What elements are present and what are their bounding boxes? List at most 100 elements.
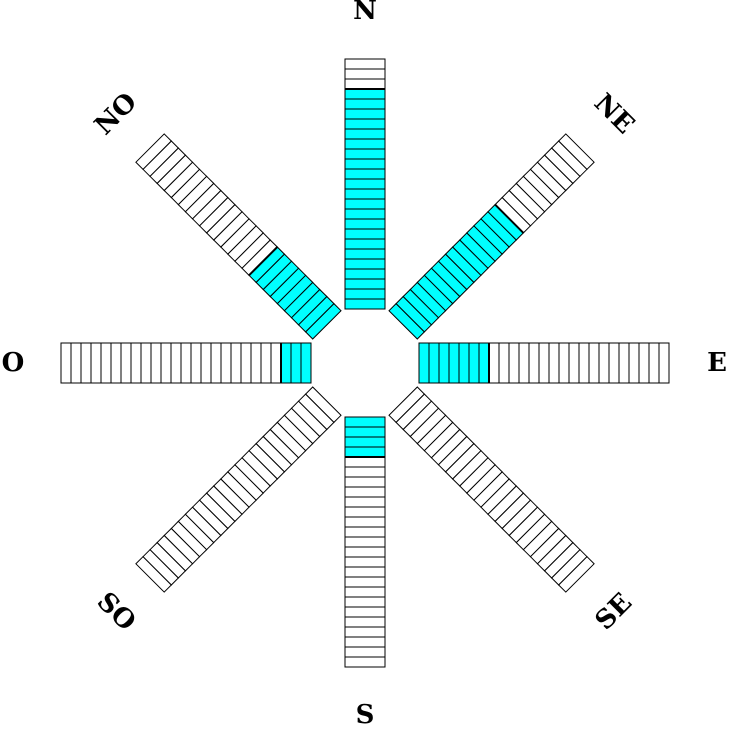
bar-segment-e-21	[618, 342, 630, 384]
bar-segment-n-4	[344, 268, 386, 280]
bar-segment-o-7	[240, 342, 252, 384]
bar-segment-o-22	[90, 342, 102, 384]
bar-segment-s-21	[344, 616, 386, 628]
direction-label-s: S	[356, 700, 375, 730]
direction-label-o: O	[2, 348, 25, 378]
bar-segment-e-7	[478, 342, 490, 384]
bar-segment-s-9	[344, 496, 386, 508]
bar-segment-s-24	[344, 646, 386, 658]
bar-segment-e-5	[458, 342, 470, 384]
bar-segment-n-9	[344, 218, 386, 230]
bar-segment-s-12	[344, 526, 386, 538]
bar-segment-o-1	[300, 342, 312, 384]
bar-segment-o-6	[250, 342, 262, 384]
bar-segment-s-4	[344, 446, 386, 458]
bar-segment-n-19	[344, 118, 386, 130]
bar-segment-so-25	[135, 555, 173, 593]
bar-segment-s-15	[344, 556, 386, 568]
bar-segment-e-16	[568, 342, 580, 384]
bar-segment-s-20	[344, 606, 386, 618]
bar-segment-o-21	[100, 342, 112, 384]
bar-segment-o-15	[160, 342, 172, 384]
bar-segment-o-11	[200, 342, 212, 384]
bar-segment-o-8	[230, 342, 242, 384]
bar-segment-e-18	[588, 342, 600, 384]
bar-segment-n-23	[344, 78, 386, 90]
bar-segment-o-3	[280, 342, 292, 384]
bar-segment-s-10	[344, 506, 386, 518]
bar-segment-o-19	[120, 342, 132, 384]
bar-segment-e-8	[488, 342, 500, 384]
bar-segment-e-4	[448, 342, 460, 384]
bar-segment-n-7	[344, 238, 386, 250]
bar-no	[135, 133, 342, 340]
bar-segment-o-18	[130, 342, 142, 384]
fill-boundary-no	[248, 246, 279, 277]
bar-segment-o-17	[140, 342, 152, 384]
bar-segment-s-2	[344, 426, 386, 438]
bar-segment-e-12	[528, 342, 540, 384]
bar-segment-s-3	[344, 436, 386, 448]
bar-segment-e-6	[468, 342, 480, 384]
bar-segment-n-14	[344, 168, 386, 180]
bar-segment-n-1	[344, 298, 386, 310]
bar-ne	[388, 133, 595, 340]
bar-segment-s-5	[344, 456, 386, 468]
bar-segment-o-10	[210, 342, 222, 384]
bar-segment-s-8	[344, 486, 386, 498]
bar-segment-e-15	[558, 342, 570, 384]
direction-label-no: NO	[89, 87, 143, 141]
bar-segment-n-24	[344, 68, 386, 80]
bar-segment-no-25	[135, 133, 173, 171]
direction-label-ne: NE	[588, 88, 640, 140]
bar-s	[344, 416, 386, 668]
bar-segment-n-12	[344, 188, 386, 200]
bar-segment-e-23	[638, 342, 650, 384]
bar-segment-o-2	[290, 342, 302, 384]
bar-segment-n-11	[344, 198, 386, 210]
bar-segment-e-13	[538, 342, 550, 384]
bar-segment-n-3	[344, 278, 386, 290]
bar-segment-o-13	[180, 342, 192, 384]
bar-segment-s-19	[344, 596, 386, 608]
bar-segment-n-6	[344, 248, 386, 260]
bar-segment-o-9	[220, 342, 232, 384]
bar-segment-s-18	[344, 586, 386, 598]
bar-segment-e-11	[518, 342, 530, 384]
bar-segment-s-1	[344, 416, 386, 428]
bar-segment-o-20	[110, 342, 122, 384]
bar-segment-s-6	[344, 466, 386, 478]
fill-boundary-ne	[494, 203, 525, 234]
bar-segment-s-17	[344, 576, 386, 588]
bar-segment-se-25	[557, 555, 595, 593]
bar-segment-e-22	[628, 342, 640, 384]
bar-segment-n-2	[344, 288, 386, 300]
bar-segment-n-15	[344, 158, 386, 170]
bar-segment-e-2	[428, 342, 440, 384]
bar-segment-n-8	[344, 228, 386, 240]
direction-label-so: SO	[91, 587, 142, 638]
bar-segment-e-9	[498, 342, 510, 384]
bar-segment-e-14	[548, 342, 560, 384]
bar-segment-n-13	[344, 178, 386, 190]
bar-segment-n-21	[344, 98, 386, 110]
bar-segment-n-10	[344, 208, 386, 220]
bar-segment-s-25	[344, 656, 386, 668]
bar-segment-ne-25	[557, 133, 595, 171]
bar-segment-o-12	[190, 342, 202, 384]
bar-e	[418, 342, 670, 384]
bar-segment-s-23	[344, 636, 386, 648]
bar-segment-o-23	[80, 342, 92, 384]
bar-segment-e-24	[648, 342, 660, 384]
bar-segment-e-19	[598, 342, 610, 384]
bar-segment-e-20	[608, 342, 620, 384]
bar-segment-e-10	[508, 342, 520, 384]
direction-label-e: E	[707, 348, 727, 378]
bar-segment-n-20	[344, 108, 386, 120]
bar-segment-o-25	[60, 342, 72, 384]
bar-segment-s-13	[344, 536, 386, 548]
bar-se	[388, 386, 595, 593]
bar-segment-s-14	[344, 546, 386, 558]
bar-segment-n-25	[344, 58, 386, 70]
